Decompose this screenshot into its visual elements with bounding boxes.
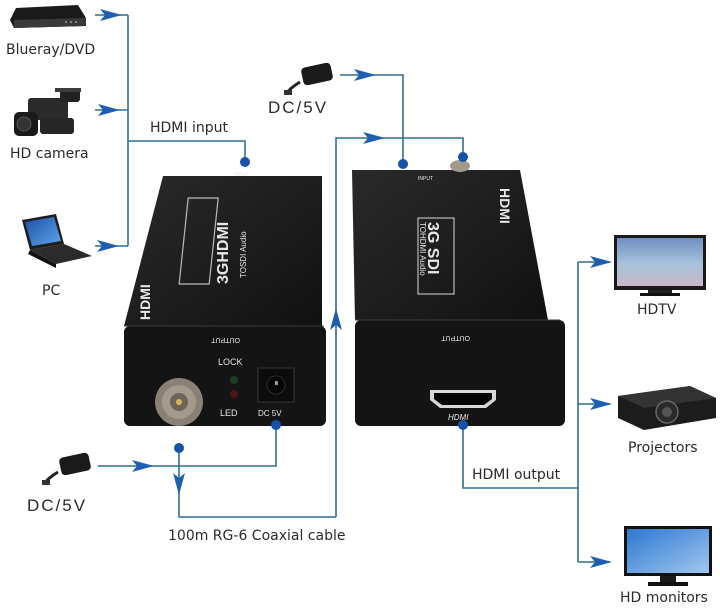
arrow-right-icon — [354, 69, 376, 81]
hdmi-input-label: HDMI input — [150, 120, 228, 136]
rx-brand: HDMI — [497, 188, 513, 224]
tx-output-label: OUTPUT — [211, 336, 241, 343]
rx-input-label: INPUT — [418, 176, 433, 182]
arrow-right-icon — [100, 9, 122, 21]
arrow-up-icon — [330, 308, 342, 330]
dot-tx-output — [174, 443, 184, 453]
arrow-right-icon — [98, 104, 120, 116]
dot-rx-power — [398, 159, 408, 169]
line-hdmi-input — [128, 140, 246, 160]
power-label-bottom: DC/5V — [27, 496, 88, 515]
power-adapter-icon — [42, 452, 91, 485]
camcorder-icon — [14, 88, 81, 136]
power-label-top: DC/5V — [268, 98, 329, 117]
projector-icon — [618, 386, 716, 430]
tv-icon — [614, 235, 706, 296]
rx-model-sub: TOHDMI Audio — [418, 222, 427, 276]
tx-dc-label: DC 5V — [258, 409, 282, 418]
source-label-bluray: Blueray/DVD — [6, 42, 96, 58]
tx-brand: HDMI — [137, 284, 153, 320]
rx-model-main: 3G SDI — [424, 222, 441, 274]
dot-rx-output — [458, 420, 468, 430]
hdmi-output-label: HDMI output — [472, 467, 561, 483]
line-hdmi-output — [462, 425, 578, 489]
arrow-right-icon — [590, 256, 612, 268]
output-label-projectors: Projectors — [628, 440, 698, 456]
arrow-right-icon — [590, 556, 612, 568]
rx-hdmi-port-label: HDMI — [448, 413, 469, 422]
arrows — [97, 9, 612, 568]
line-coax-up — [335, 137, 464, 517]
arrow-right-icon — [97, 240, 119, 252]
line-coax-bottom — [178, 450, 336, 518]
dot-tx-power — [271, 420, 281, 430]
dot-rx-input — [458, 152, 468, 162]
bluray-player-icon — [10, 5, 86, 28]
tx-lock-label: LOCK — [218, 357, 243, 367]
line-dc-top — [340, 74, 404, 163]
dot-tx-input — [240, 157, 250, 167]
line-dc-bottom — [98, 425, 277, 467]
arrow-right-icon — [132, 460, 154, 472]
tx-input-label: INPUT — [233, 172, 248, 178]
connection-dots — [174, 152, 468, 453]
receiver-device — [352, 160, 565, 426]
source-label-pc: PC — [42, 283, 61, 299]
rx-output-label: OUTPUT — [441, 334, 471, 341]
output-label-hdtv: HDTV — [637, 302, 677, 318]
transmitter-device — [124, 176, 326, 426]
arrow-down-icon — [173, 473, 185, 495]
coax-cable-label: 100m RG-6 Coaxial cable — [168, 528, 346, 544]
monitor-icon — [624, 526, 712, 586]
output-label-monitors: HD monitors — [620, 590, 708, 606]
tx-led-label: LED — [220, 408, 238, 418]
arrow-right-icon — [363, 132, 385, 144]
source-label-camera: HD camera — [10, 146, 89, 162]
tx-model-sub: TOSDI Audio — [239, 231, 248, 278]
tx-model-main: 3GHDMI — [215, 222, 232, 284]
laptop-icon — [22, 214, 92, 268]
arrow-right-icon — [590, 398, 612, 410]
power-adapter-icon — [284, 62, 333, 95]
